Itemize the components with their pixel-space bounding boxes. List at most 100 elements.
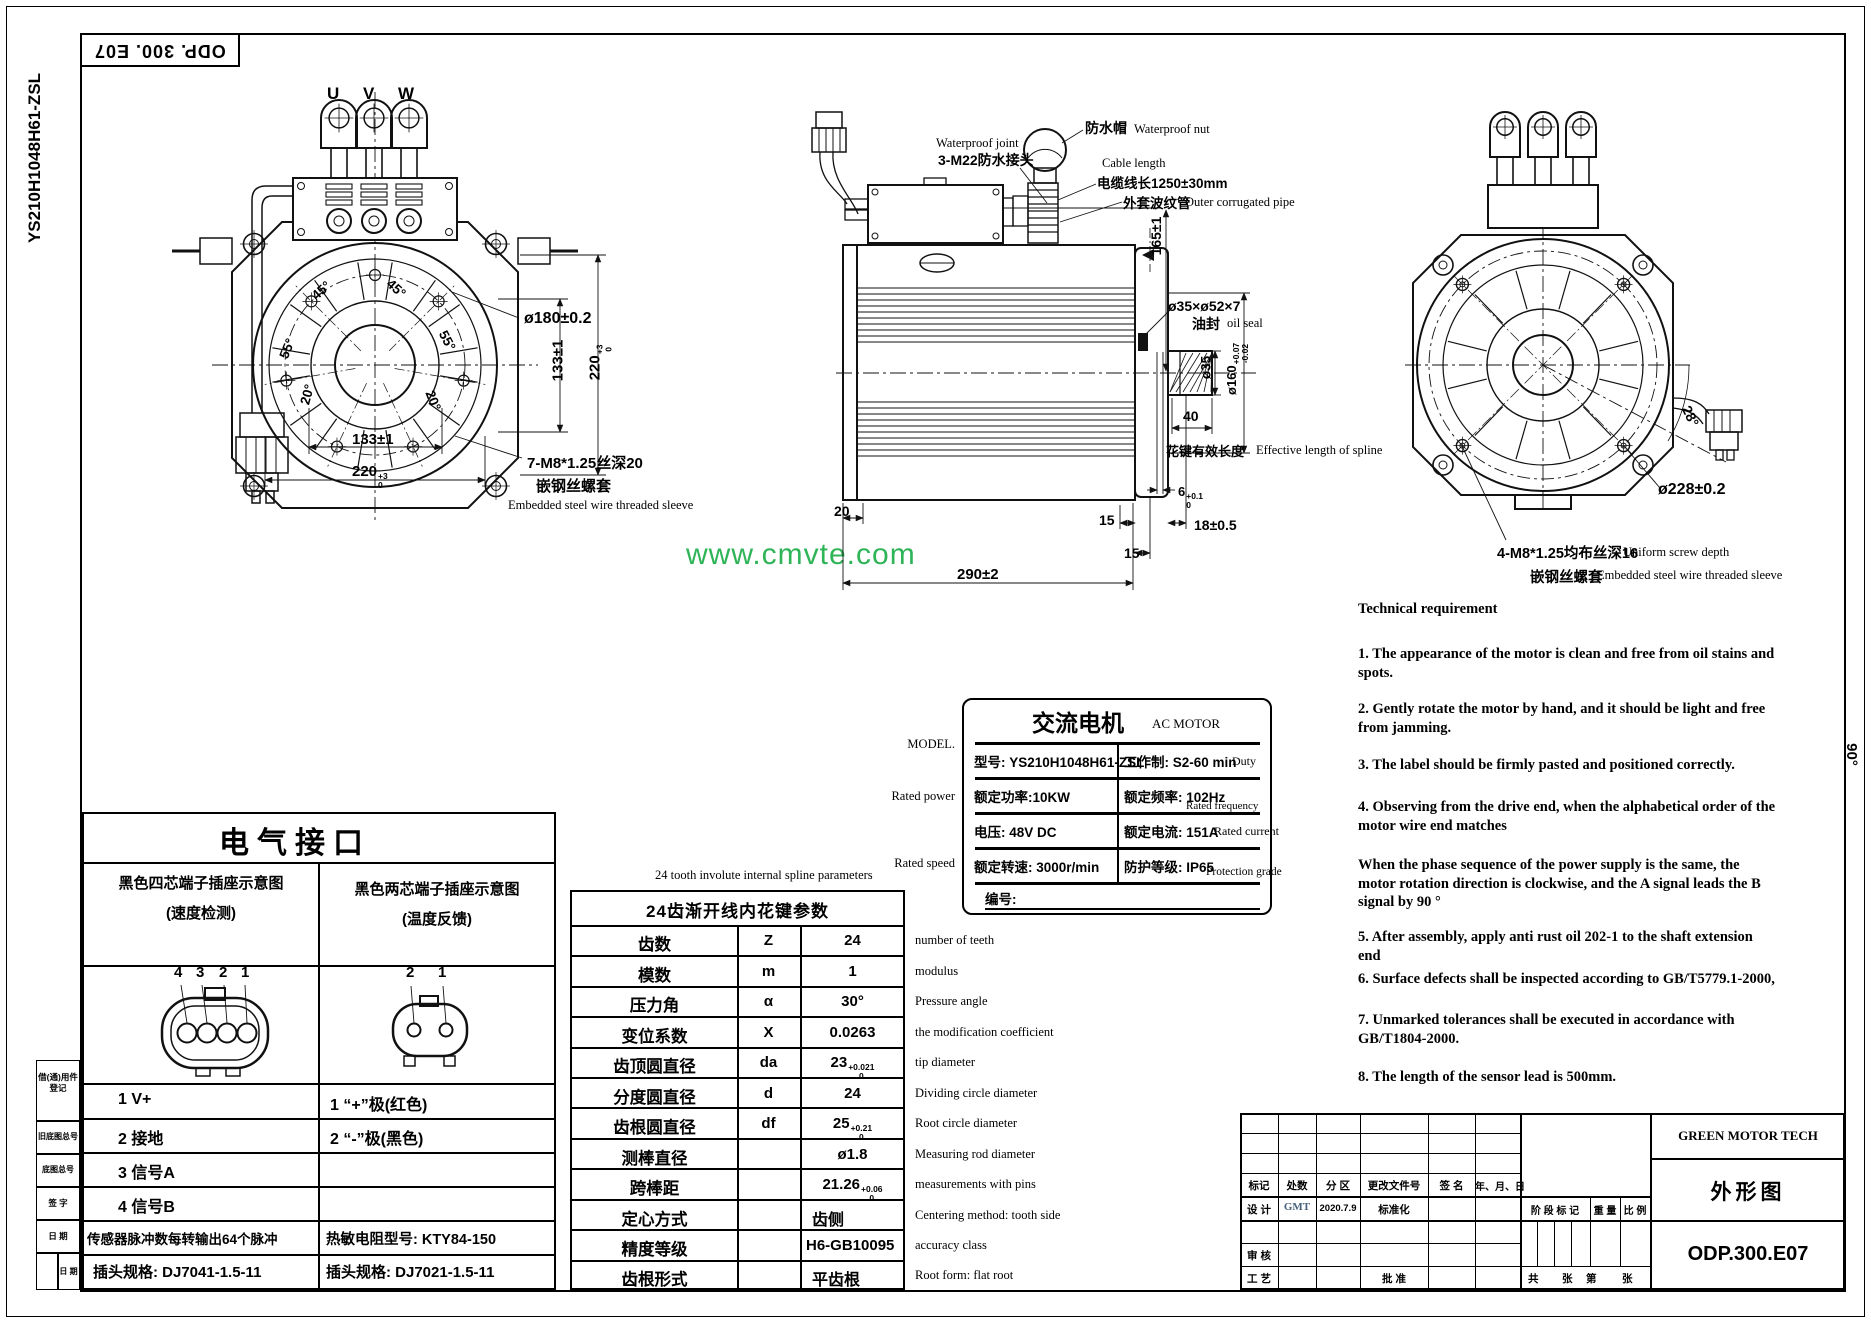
tb-h-zone: 分 区 bbox=[1326, 1180, 1350, 1192]
np-current: 额定电流: 151A bbox=[1124, 825, 1219, 840]
np-model-en: MODEL. bbox=[907, 737, 955, 751]
spline-r6-sym: df bbox=[761, 1115, 776, 1132]
elec-row-v-plus: 1 V+ bbox=[118, 1091, 152, 1108]
nameplate-title-cn: 交流电机 bbox=[1032, 710, 1124, 736]
tb-sheets-a: 共 bbox=[1528, 1273, 1539, 1285]
pin2b-label: 2 bbox=[406, 964, 415, 981]
elec-h2b: (温度反馈) bbox=[402, 911, 472, 928]
dim-15-b: 15 bbox=[1124, 545, 1140, 561]
np-rated-power-en: Rated power bbox=[891, 789, 955, 803]
tb-weight: 重 量 bbox=[1593, 1206, 1617, 1217]
corrugated-pipe-cn: 外套波纹管 bbox=[1123, 196, 1191, 211]
rear-screw-note-en: Uniform screw depth bbox=[1623, 545, 1730, 559]
waterproof-joint-en: Waterproof joint bbox=[936, 136, 1019, 150]
nameplate-title-en: AC MOTOR bbox=[1152, 716, 1221, 731]
tb-sheets-c: 第 bbox=[1586, 1273, 1597, 1285]
dim-133-vertical: 133±1 bbox=[549, 339, 567, 382]
spline-r1-name: 模数 bbox=[638, 967, 671, 985]
tech-title: Technical requirement bbox=[1358, 601, 1498, 617]
spline-r10-val: H6-GB10095 bbox=[806, 1237, 895, 1254]
dim-spigot-160: ø160+0.07-0.02 bbox=[1224, 342, 1250, 395]
tb-sheets-d: 张 bbox=[1622, 1273, 1633, 1285]
connector-2pin-diagram bbox=[391, 985, 469, 1067]
tb-design: 设 计 bbox=[1247, 1204, 1271, 1216]
tech-item-4b: When the phase sequence of the power sup… bbox=[1358, 857, 1761, 911]
tb-h-docno: 更改文件号 bbox=[1367, 1180, 1421, 1192]
elec-row-pulses: 传感器脉冲数每转输出64个脉冲 bbox=[87, 1232, 278, 1247]
terminal-v-label: V bbox=[363, 84, 375, 103]
np-protection-en: Protection grade bbox=[1206, 866, 1282, 878]
dim-18: 18±0.5 bbox=[1194, 517, 1237, 533]
spline-r0-en: number of teeth bbox=[915, 933, 995, 947]
oil-seal-dim: ø35×ø52×7 bbox=[1168, 298, 1241, 314]
cable-length-en: Cable length bbox=[1102, 156, 1166, 170]
spline-r2-en: Pressure angle bbox=[915, 994, 988, 1008]
elec-row-sig-a: 3 信号A bbox=[118, 1165, 175, 1182]
corrugated-pipe-en: Outer corrugated pipe bbox=[1185, 195, 1295, 209]
spline-r0-name: 齿数 bbox=[638, 936, 671, 954]
tech-item-3: 3. The label should be firmly pasted and… bbox=[1358, 757, 1735, 773]
np-voltage: 电压: 48V DC bbox=[974, 825, 1057, 840]
spline-r6-en: Root circle diameter bbox=[915, 1116, 1018, 1130]
np-frequency: 额定频率: 102Hz bbox=[1124, 790, 1226, 805]
spline-r2-val: 30° bbox=[841, 993, 864, 1010]
tb-h-sign: 签 名 bbox=[1439, 1180, 1464, 1192]
front-sleeve-cn: 嵌钢丝螺套 bbox=[536, 478, 612, 495]
tb-approve: 批 准 bbox=[1382, 1273, 1406, 1285]
spline-r10-en: accuracy class bbox=[915, 1238, 987, 1252]
spline-r2-name: 压力角 bbox=[629, 997, 680, 1015]
tb-standard: 标准化 bbox=[1378, 1204, 1410, 1216]
tech-item-2: 2. Gently rotate the motor by hand, and … bbox=[1358, 701, 1766, 736]
inner-border-right bbox=[1844, 33, 1846, 1292]
margin-row-sign: 签 字 bbox=[48, 1198, 68, 1208]
oil-seal-cn: 油封 bbox=[1192, 316, 1220, 332]
dim-spline-40: 40 bbox=[1183, 408, 1199, 424]
spline-r3-val: 0.0263 bbox=[829, 1024, 876, 1041]
front-screw-note: 7-M8*1.25丝深20 bbox=[527, 455, 643, 472]
rear-sleeve-en: Embedded steel wire threaded sleeve bbox=[1597, 568, 1783, 582]
tb-design-date: 2020.7.9 bbox=[1319, 1203, 1357, 1214]
spline-r9-en: Centering method: tooth side bbox=[915, 1208, 1061, 1222]
tb-sheets-b: 张 bbox=[1562, 1273, 1573, 1285]
inner-border-top bbox=[80, 33, 1846, 35]
tb-company: GREEN MOTOR TECH bbox=[1678, 1128, 1818, 1143]
tech-item-1: 1. The appearance of the motor is clean … bbox=[1358, 646, 1775, 681]
spline-r0-val: 24 bbox=[844, 932, 861, 949]
waterproof-nut-cn: 防水帽 bbox=[1085, 120, 1127, 136]
elec-row-plus-pole: 1 “+”极(红色) bbox=[330, 1097, 428, 1114]
spline-r2-sym: α bbox=[763, 993, 774, 1010]
spline-r5-name: 分度圆直径 bbox=[613, 1089, 696, 1107]
spline-r7-en: Measuring rod diameter bbox=[915, 1147, 1036, 1161]
tb-stage: 阶 段 标 记 bbox=[1530, 1206, 1580, 1217]
pin3-label: 3 bbox=[196, 964, 205, 981]
np-speed: 额定转速: 3000r/min bbox=[974, 860, 1100, 875]
dim-290: 290±2 bbox=[957, 566, 999, 583]
spline-r3-name: 变位系数 bbox=[621, 1028, 688, 1046]
spline-r4-name: 齿顶圆直径 bbox=[613, 1058, 696, 1076]
tech-item-7: 7. Unmarked tolerances shall be executed… bbox=[1358, 1012, 1735, 1047]
terminal-u-label: U bbox=[327, 84, 340, 103]
spline-r1-sym: m bbox=[761, 963, 776, 980]
side-view bbox=[811, 111, 1256, 590]
np-protection: 防护等级: IP65 bbox=[1124, 860, 1215, 875]
spline-r4-sym: da bbox=[759, 1054, 778, 1071]
rear-view bbox=[1405, 184, 1743, 541]
elec-row-minus-pole: 2 “-”极(黑色) bbox=[330, 1131, 424, 1148]
np-serial: 编号: bbox=[985, 892, 1017, 907]
elec-title: 电气接口 bbox=[219, 827, 371, 860]
dim-20: 20 bbox=[834, 503, 850, 519]
np-duty-en: Duty bbox=[1232, 754, 1256, 768]
tb-scale: 比 例 bbox=[1623, 1206, 1647, 1217]
margin-row-borrow: 借(通)用件登记 bbox=[38, 1072, 78, 1094]
tb-craft: 工 艺 bbox=[1247, 1273, 1271, 1285]
tb-design-name: GMT bbox=[1283, 1201, 1311, 1213]
elec-row-gnd: 2 接地 bbox=[118, 1131, 164, 1148]
dim-165-vertical: 165±1 bbox=[1148, 216, 1164, 256]
np-rated-speed-en: Rated speed bbox=[894, 856, 955, 870]
np-frequency-en: Rated frequency bbox=[1186, 800, 1259, 812]
tb-h-date: 年、月、日 bbox=[1475, 1182, 1525, 1193]
watermark: www.cmvte.com bbox=[686, 538, 916, 571]
spline-length-en: Effective length of spline bbox=[1256, 443, 1383, 457]
